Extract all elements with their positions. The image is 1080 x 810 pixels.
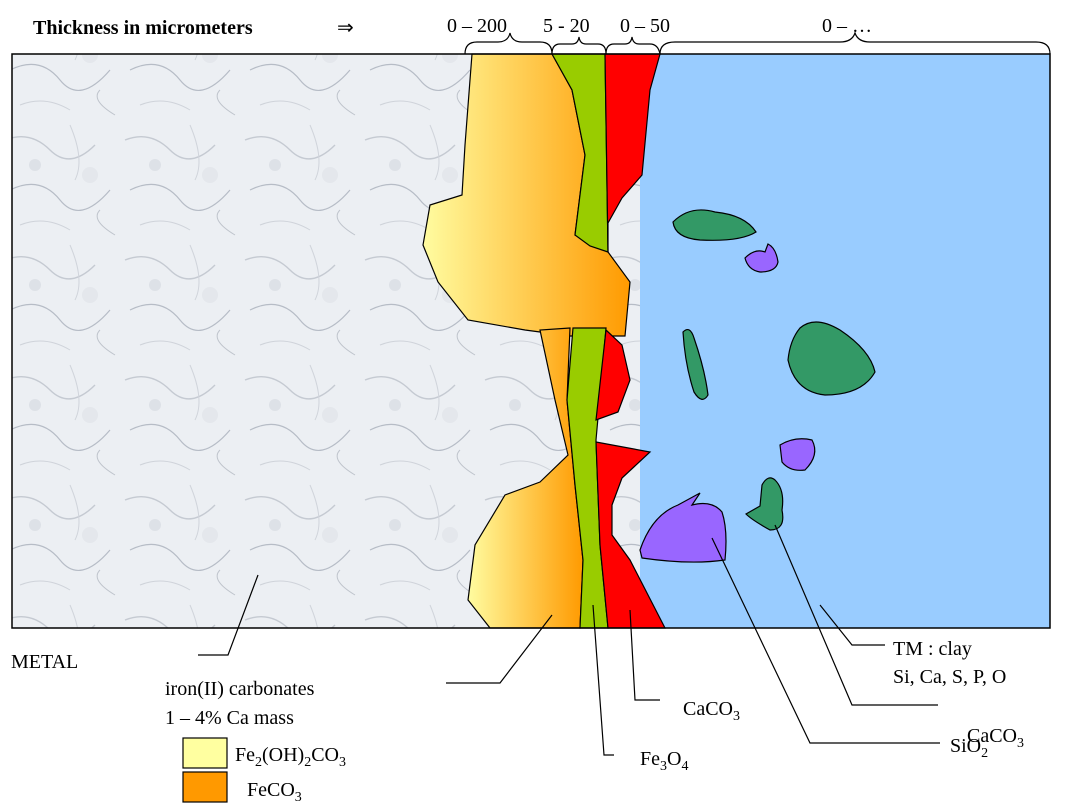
leader-metal: [198, 574, 259, 656]
leader-red: [629, 609, 660, 701]
legend-label-feco3: FeCO3: [247, 779, 302, 805]
red-layer-upper: [604, 53, 661, 253]
red-layer-lower: [595, 441, 666, 629]
brace-carbonates: [464, 32, 553, 55]
leader-caco3: [774, 524, 938, 706]
red-layer-middle: [595, 328, 631, 421]
thickness-braces: [464, 31, 1051, 55]
legend-label-fe2oh2co3: Fe2(OH)2CO3: [235, 744, 346, 770]
leader-medium: [819, 604, 885, 646]
legend-swatch-fe2oh2co3: [182, 737, 228, 769]
leader-green: [592, 604, 614, 756]
inclusions: [639, 209, 876, 563]
fe3o4-label: Fe3O4: [640, 748, 688, 774]
sio2-inclusion-1: [744, 243, 779, 273]
range-label-red: 0 – 50: [620, 15, 670, 37]
thickness-title: Thickness in micrometers: [33, 17, 253, 39]
tm-label-1: TM : clay: [893, 638, 972, 660]
brace-green: [551, 36, 607, 55]
carbonates-label-1: iron(II) carbonates: [165, 678, 315, 700]
diagram-frame: [11, 53, 1051, 629]
sio2-inclusion-2: [779, 438, 816, 471]
legend-swatch-feco3: [182, 771, 228, 803]
tm-label-2: Si, Ca, S, P, O: [893, 666, 1006, 688]
sio2-inclusion-3: [639, 492, 727, 563]
brace-medium: [659, 31, 1051, 55]
leader-lines: [198, 524, 940, 756]
range-label-medium: 0 – …: [822, 15, 872, 37]
caco3-inclusion-3: [787, 321, 876, 396]
thickness-arrow: ⇒: [337, 17, 354, 39]
sio2-label: SiO2: [950, 735, 988, 761]
caco3-red-label: CaCO3: [683, 698, 740, 724]
leader-sio2: [711, 537, 940, 744]
caco3-inclusion-1: [672, 209, 757, 241]
range-label-carbonates: 0 – 200: [447, 15, 507, 37]
legend: Fe2(OH)2CO3 FeCO3: [182, 737, 346, 805]
metal-label: METAL: [11, 651, 78, 673]
brace-red: [605, 36, 661, 55]
carbonates-label-2: 1 – 4% Ca mass: [165, 707, 294, 729]
range-label-green: 5 - 20: [543, 15, 590, 37]
leader-carbonates: [446, 614, 553, 684]
caco3-inclusion-2: [682, 328, 709, 400]
caco3-green-label: CaCO3: [967, 725, 1024, 751]
caco3-inclusion-4: [745, 477, 784, 531]
